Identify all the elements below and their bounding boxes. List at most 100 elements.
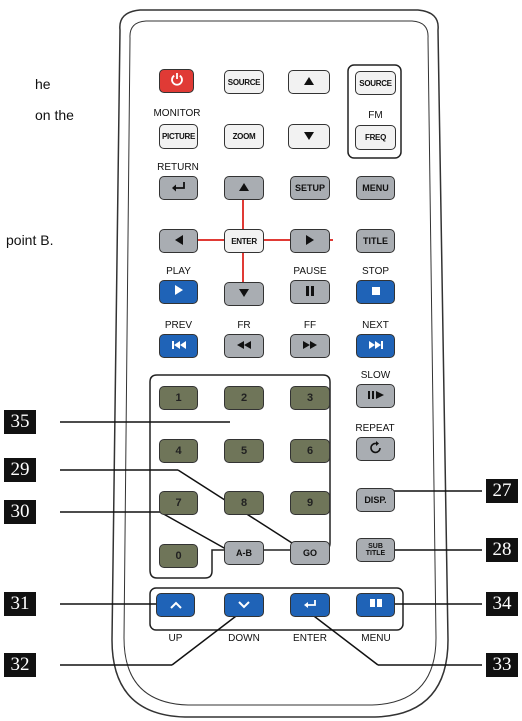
number-1-button[interactable]: 1 <box>159 386 198 410</box>
power-icon <box>170 72 184 91</box>
leader-30-diag <box>159 511 234 554</box>
prev-button[interactable] <box>159 334 198 358</box>
triangle-down-icon <box>303 131 315 143</box>
remote-body-outer <box>111 9 449 718</box>
picture-button[interactable]: PICTURE <box>159 124 198 149</box>
callout-27: 27 <box>486 479 518 503</box>
stop-icon <box>371 283 381 301</box>
number-2-button[interactable]: 2 <box>224 386 264 410</box>
play-label: PLAY <box>166 266 191 277</box>
leader-33-diag <box>305 609 379 666</box>
number-3-button[interactable]: 3 <box>290 386 330 410</box>
book-menu-icon <box>369 596 383 614</box>
ff-label: FF <box>303 320 317 331</box>
stop-label: STOP <box>361 266 390 277</box>
play-icon <box>174 283 184 301</box>
callout-32: 32 <box>4 653 36 677</box>
return-arrow-icon <box>171 181 187 195</box>
up-nav-button[interactable] <box>156 593 195 617</box>
return-button[interactable] <box>159 176 198 200</box>
triangle-up-icon <box>238 182 250 194</box>
repeat-button[interactable] <box>356 437 395 461</box>
enter-button[interactable]: ENTER <box>224 229 264 253</box>
nav-up-button[interactable] <box>224 176 264 200</box>
next-button[interactable] <box>356 334 395 358</box>
ab-repeat-button[interactable]: A-B <box>224 541 264 565</box>
slow-button[interactable] <box>356 384 395 408</box>
callout-33: 33 <box>486 653 518 677</box>
pause-icon <box>305 285 315 299</box>
rewind-button[interactable] <box>224 334 264 358</box>
number-0-button[interactable]: 0 <box>159 544 198 568</box>
nav-left-button[interactable] <box>159 229 198 253</box>
zoom-button[interactable]: ZOOM <box>224 124 264 149</box>
number-7-button[interactable]: 7 <box>159 491 198 515</box>
power-button[interactable] <box>159 69 194 93</box>
enter-arrow-icon <box>303 596 317 614</box>
menu-label: MENU <box>361 633 391 644</box>
skip-next-icon <box>368 337 384 355</box>
go-button[interactable]: GO <box>290 541 330 565</box>
menu-button[interactable]: MENU <box>356 176 395 200</box>
numpad-group-box <box>149 374 331 579</box>
number-6-button[interactable]: 6 <box>290 439 330 463</box>
triangle-right-icon <box>305 234 315 248</box>
number-4-button[interactable]: 4 <box>159 439 198 463</box>
callout-35: 35 <box>4 410 36 434</box>
slow-icon <box>367 390 385 402</box>
title-button[interactable]: TITLE <box>356 229 395 253</box>
enter-nav-button[interactable] <box>290 593 330 617</box>
down-label: DOWN <box>228 633 260 644</box>
fm-label: FM <box>368 110 383 121</box>
nav-right-button[interactable] <box>290 229 330 253</box>
text-fragment-on-the: on the <box>35 107 74 123</box>
nav-group-box <box>149 587 404 631</box>
nav-down-button[interactable] <box>224 282 264 306</box>
next-label: NEXT <box>362 320 389 331</box>
fast-forward-button[interactable] <box>290 334 330 358</box>
chevron-up-icon <box>169 596 182 614</box>
enter-label: ENTER <box>293 633 327 644</box>
menu-nav-button[interactable] <box>356 593 395 617</box>
callout-30: 30 <box>4 500 36 524</box>
pause-label: PAUSE <box>293 266 327 277</box>
number-8-button[interactable]: 8 <box>224 491 264 515</box>
stop-button[interactable] <box>356 280 395 304</box>
prev-label: PREV <box>164 320 193 331</box>
up-button[interactable] <box>288 70 330 94</box>
callout-31: 31 <box>4 592 36 616</box>
triangle-up-icon <box>303 76 315 88</box>
display-button[interactable]: DISP. <box>356 488 395 512</box>
pause-button[interactable] <box>290 280 330 304</box>
number-9-button[interactable]: 9 <box>290 491 330 515</box>
freq-button[interactable]: FREQ <box>355 125 396 150</box>
down-nav-button[interactable] <box>224 593 264 617</box>
down-button[interactable] <box>288 124 330 149</box>
triangle-down-icon <box>238 288 250 300</box>
text-fragment-he: he <box>35 76 51 92</box>
rewind-icon <box>236 340 252 352</box>
fm-source-button[interactable]: SOURCE <box>355 71 396 95</box>
number-5-button[interactable]: 5 <box>224 439 264 463</box>
skip-prev-icon <box>171 337 187 355</box>
setup-button[interactable]: SETUP <box>290 176 330 200</box>
fm-group-box <box>347 64 402 159</box>
leader-32-diag <box>171 609 245 666</box>
remote-body-inner <box>123 20 437 706</box>
triangle-left-icon <box>174 234 184 248</box>
fast-forward-icon <box>302 340 318 352</box>
subtitle-label-line1: SUB <box>368 543 383 550</box>
return-label: RETURN <box>157 162 199 173</box>
subtitle-label-line2: TITLE <box>365 550 386 557</box>
source-button[interactable]: SOURCE <box>224 70 264 94</box>
text-fragment-point-b: point B. <box>6 232 54 248</box>
repeat-label: REPEAT <box>355 423 395 434</box>
slow-label: SLOW <box>360 370 391 381</box>
callout-28: 28 <box>486 538 518 562</box>
chevron-down-icon <box>238 596 250 614</box>
play-button[interactable] <box>159 280 198 304</box>
repeat-icon <box>369 441 383 457</box>
subtitle-button[interactable]: SUB TITLE <box>356 538 395 562</box>
up-label: UP <box>168 633 183 644</box>
